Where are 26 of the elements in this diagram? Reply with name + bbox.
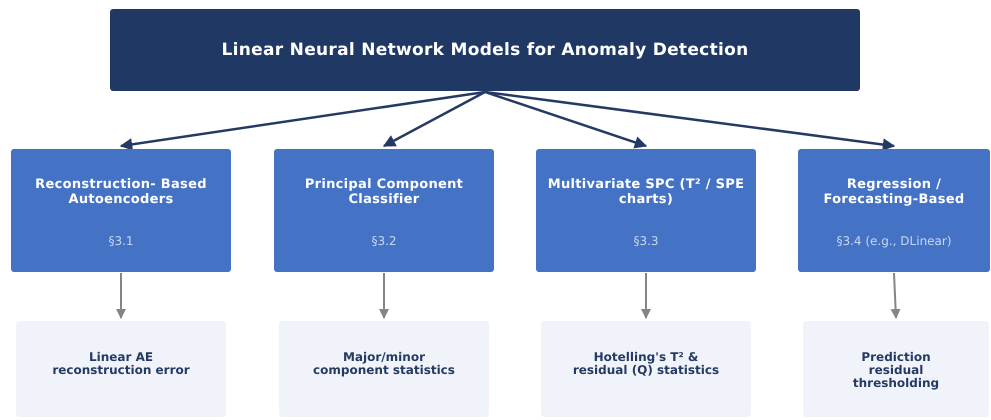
arrow bbox=[116, 273, 126, 319]
arrow bbox=[641, 273, 651, 319]
heading: Prediction residual thresholding bbox=[852, 351, 940, 390]
arrow bbox=[484, 90, 896, 151]
section-reference: §3.1 bbox=[107, 234, 135, 248]
arrow bbox=[382, 90, 486, 148]
heading: Major/minor component statistics bbox=[312, 351, 456, 377]
category-box bbox=[11, 149, 231, 272]
section-reference: §3.2 bbox=[370, 234, 398, 248]
arrow bbox=[890, 272, 901, 319]
heading: Principal Component Classifier bbox=[304, 177, 464, 207]
heading: Regression / Forecasting-Based bbox=[822, 177, 966, 207]
heading: Multivariate SPC (T² / SPE charts) bbox=[546, 177, 746, 207]
heading: Hotelling's T² & residual (Q) statistics bbox=[572, 351, 720, 377]
category-box bbox=[798, 149, 990, 272]
section-reference: §3.3 bbox=[632, 234, 660, 248]
heading: Linear Neural Network Models for Anomaly Detection bbox=[222, 40, 748, 60]
category-box bbox=[536, 149, 756, 272]
arrow bbox=[484, 90, 648, 148]
section-reference: §3.4 (e.g., DLinear) bbox=[835, 234, 953, 248]
heading: Reconstruction- Based Autoencoders bbox=[34, 177, 208, 207]
heading: Linear AE reconstruction error bbox=[51, 351, 191, 377]
arrow bbox=[120, 90, 486, 151]
category-box bbox=[274, 149, 494, 272]
title-box bbox=[110, 9, 860, 91]
arrow bbox=[379, 273, 389, 319]
